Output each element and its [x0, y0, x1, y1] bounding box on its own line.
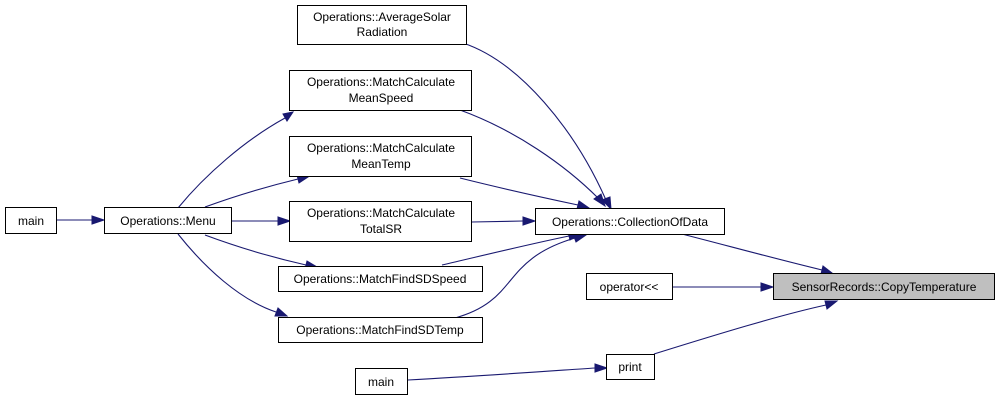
node-match-sd-speed-label: Operations::MatchFindSDSpeed	[294, 272, 467, 286]
node-match-total-sr-label-1: Operations::MatchCalculate	[307, 206, 455, 220]
node-match-sd-speed[interactable]: Operations::MatchFindSDSpeed	[278, 266, 483, 292]
edge-mean-speed-to-collection-arrowhead	[593, 193, 606, 208]
edge-mean-speed-to-collection	[459, 109, 599, 199]
node-avg-solar[interactable]: Operations::AverageSolar Radiation	[297, 5, 467, 45]
node-match-mean-speed-label-2: MeanSpeed	[349, 91, 414, 105]
node-match-mean-speed[interactable]: Operations::MatchCalculate MeanSpeed	[289, 70, 472, 111]
node-main-bottom[interactable]: main	[355, 368, 408, 395]
node-print-box	[606, 354, 655, 380]
edge-menu-to-sd-speed	[204, 234, 307, 266]
edge-mean-temp-to-collection-arrowhead	[576, 200, 591, 210]
node-avg-solar-box	[297, 5, 467, 45]
node-operator-ll-label: operator<<	[600, 280, 659, 294]
node-match-total-sr-label-2: TotalSR	[360, 222, 402, 236]
node-match-sd-temp-label: Operations::MatchFindSDTemp	[296, 323, 464, 337]
edge-print-to-copy-temp	[653, 304, 827, 355]
node-operator-ll[interactable]: operator<<	[586, 273, 673, 300]
node-main-top[interactable]: main	[5, 207, 57, 234]
node-operator-ll-box	[586, 273, 673, 300]
edge-sd-speed-to-collection	[441, 235, 570, 266]
edge-avg-solar-to-collection	[462, 42, 607, 201]
node-match-sd-temp[interactable]: Operations::MatchFindSDTemp	[278, 317, 483, 343]
node-match-sd-temp-box	[278, 317, 483, 343]
edges	[56, 42, 839, 381]
node-match-mean-temp-box	[289, 136, 472, 177]
node-copy-temp-label: SensorRecords::CopyTemperature	[792, 280, 977, 294]
edge-operator-to-copy-temp-arrowhead	[760, 282, 775, 292]
edge-total-sr-to-collection	[471, 220, 524, 223]
edge-main-to-print-arrowhead	[594, 363, 609, 373]
node-copy-temp[interactable]: SensorRecords::CopyTemperature	[773, 273, 995, 300]
edge-menu-to-mean-temp	[204, 178, 299, 208]
edge-sd-temp-to-collection-arrowhead	[572, 233, 588, 243]
node-collection-box	[535, 208, 725, 235]
node-match-mean-temp-label-1: Operations::MatchCalculate	[307, 141, 455, 155]
node-match-mean-temp-label-2: MeanTemp	[351, 157, 411, 171]
node-collection-label: Operations::CollectionOfData	[552, 215, 708, 229]
node-collection[interactable]: Operations::CollectionOfData	[535, 208, 725, 235]
node-main-bottom-box	[355, 368, 408, 395]
node-menu-label: Operations::Menu	[120, 214, 215, 228]
node-match-mean-speed-label-1: Operations::MatchCalculate	[307, 75, 455, 89]
edge-menu-to-sd-temp	[177, 233, 277, 313]
node-match-mean-speed-box	[289, 70, 472, 111]
edge-menu-to-mean-speed-arrowhead	[282, 111, 295, 122]
node-match-sd-speed-box	[278, 266, 483, 292]
node-main-top-label: main	[18, 214, 44, 228]
node-match-mean-temp[interactable]: Operations::MatchCalculate MeanTemp	[289, 136, 472, 177]
node-main-bottom-label: main	[368, 375, 394, 389]
edge-avg-solar-to-collection-arrowhead	[601, 196, 612, 211]
edge-menu-to-sd-temp-arrowhead	[274, 307, 289, 317]
node-print[interactable]: print	[606, 354, 655, 380]
edge-sd-temp-to-collection	[454, 237, 576, 319]
edge-print-to-copy-temp-arrowhead	[824, 300, 839, 310]
edge-mean-temp-to-collection	[459, 177, 579, 206]
node-menu[interactable]: Operations::Menu	[104, 207, 232, 234]
node-main-top-box	[5, 207, 57, 234]
edge-main-to-print	[407, 367, 596, 381]
node-avg-solar-label-1: Operations::AverageSolar	[313, 10, 451, 24]
edge-collection-to-copy-temp	[677, 232, 823, 271]
node-match-total-sr[interactable]: Operations::MatchCalculate TotalSR	[289, 201, 472, 242]
edge-menu-to-mean-speed	[177, 117, 286, 209]
edge-menu-to-total-sr-arrowhead	[277, 216, 292, 226]
node-avg-solar-label-2: Radiation	[357, 25, 408, 39]
node-menu-box	[104, 207, 232, 234]
node-match-total-sr-box	[289, 201, 472, 242]
node-print-label: print	[618, 360, 642, 374]
edge-collection-to-copy-temp-arrowhead	[820, 265, 834, 275]
node-copy-temp-box	[773, 273, 995, 300]
edge-main-to-menu-arrowhead	[91, 215, 106, 225]
edge-total-sr-to-collection-arrowhead	[522, 216, 537, 226]
